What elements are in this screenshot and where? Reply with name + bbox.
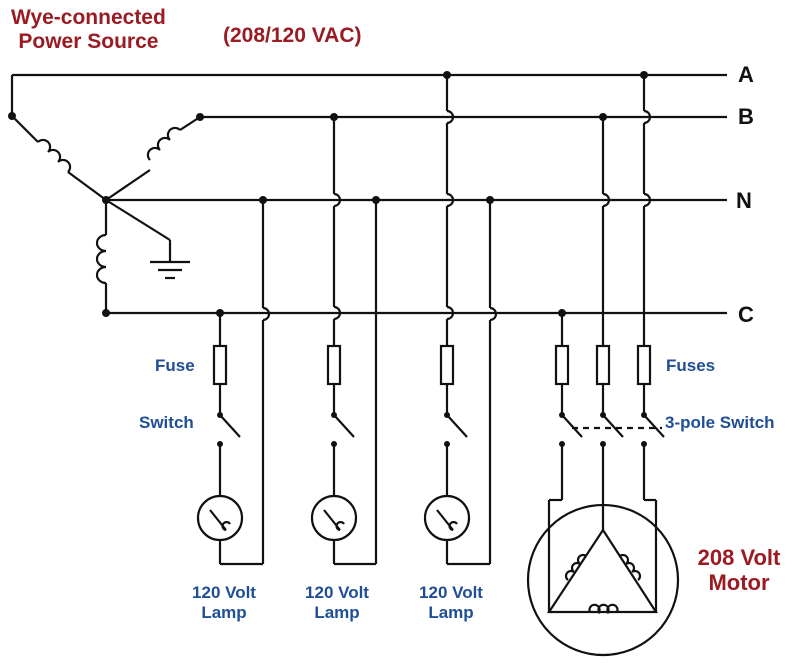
motor-circuit — [526, 75, 680, 657]
switch-label: Switch — [139, 413, 194, 432]
switch-2 — [333, 414, 355, 438]
switch-1 — [219, 414, 241, 438]
lamp-circuit-3 — [423, 75, 498, 566]
fuse-label: Fuse — [155, 356, 195, 375]
motor-fuse-a — [636, 344, 652, 386]
lamp-2-label: 120 Volt Lamp — [305, 583, 369, 622]
bus-b-label: B — [738, 104, 754, 129]
motor-label: 208 Volt Motor — [697, 545, 781, 596]
fuse-1 — [212, 344, 228, 386]
lamp-1-label: 120 Volt Lamp — [192, 583, 256, 622]
bus-a-label: A — [738, 62, 754, 87]
source-title-line1: Wye-connected — [11, 6, 166, 29]
source-title: Wye-connected Power Source — [11, 6, 166, 54]
fuse-3 — [439, 344, 455, 386]
three-pole-switch-label: 3-pole Switch — [665, 413, 775, 432]
fuses-label: Fuses — [666, 356, 716, 375]
wye-source-windings — [11, 115, 201, 313]
motor-symbol — [526, 503, 680, 657]
lamp-3 — [423, 494, 471, 542]
lamp-3-label: 120 Volt Lamp — [419, 583, 483, 622]
lamp-1 — [196, 494, 244, 542]
winding-a-coil — [37, 138, 72, 173]
source-title-line2: Power Source — [18, 30, 159, 54]
bus-c-label: C — [738, 302, 754, 327]
lamp-2 — [310, 494, 358, 542]
bus-lines — [10, 73, 727, 315]
switch-3 — [446, 414, 468, 438]
motor-fuse-c — [554, 344, 570, 386]
fuse-2 — [326, 344, 342, 386]
winding-b-coil — [146, 126, 181, 161]
voltage-rating: (208/120 VAC) — [223, 24, 362, 47]
junction-dots — [8, 71, 648, 317]
motor-fuse-b — [595, 344, 611, 386]
bus-n-label: N — [736, 188, 752, 213]
delta-windings — [546, 527, 659, 614]
lamp-circuit-1 — [196, 200, 271, 566]
lamp-circuit-2 — [310, 117, 378, 566]
winding-c-coil — [95, 233, 107, 285]
